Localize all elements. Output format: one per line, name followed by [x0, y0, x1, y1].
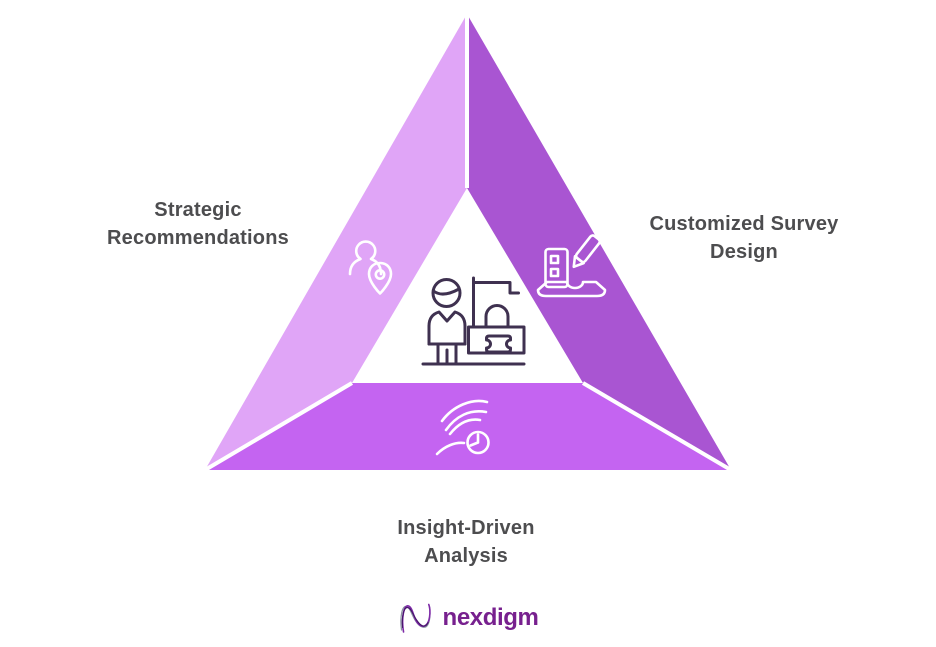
nexdigm-logo-mark	[400, 603, 431, 633]
label-line: Analysis	[424, 545, 508, 567]
person-at-kiosk-icon	[421, 276, 526, 366]
label-line: Strategic	[154, 199, 242, 221]
segment-left	[205, 14, 467, 470]
nexdigm-logo-text: nexdigm	[442, 604, 539, 631]
user-location-icon	[348, 240, 393, 295]
label-line: Design	[710, 241, 778, 263]
survey-design-icon	[536, 234, 607, 298]
divider-left	[203, 381, 354, 472]
segment-label-insight-driven-analysis: Insight-Driven Analysis	[346, 514, 586, 570]
nexdigm-logo: nexdigm	[398, 599, 539, 637]
insight-speed-icon	[435, 399, 490, 456]
segment-bottom	[205, 383, 731, 470]
divider-right	[581, 381, 733, 472]
label-line: Customized Survey	[649, 213, 839, 235]
segment-label-strategic-recommendations: Strategic Recommendations	[80, 196, 316, 252]
segment-label-customized-survey-design: Customized Survey Design	[630, 210, 858, 266]
label-line: Insight-Driven	[397, 517, 535, 539]
label-line: Recommendations	[107, 227, 289, 249]
